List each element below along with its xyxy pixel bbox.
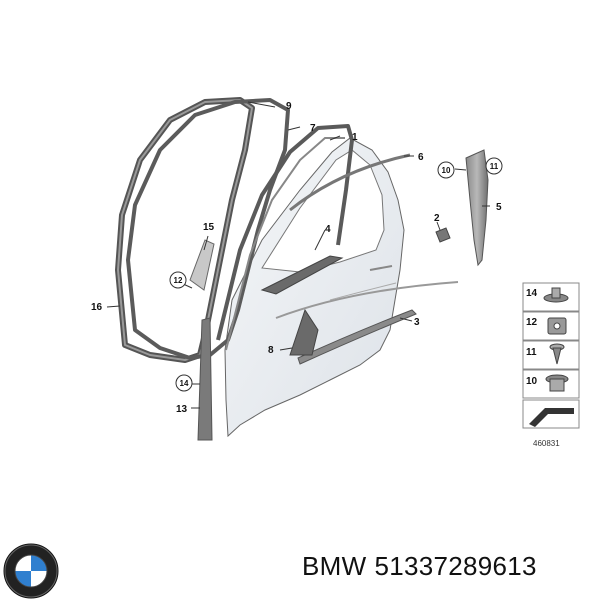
- svg-text:3: 3: [414, 317, 420, 328]
- legend-number: 12: [526, 317, 538, 328]
- fastener-legend: 14 12 11 10 460831: [522, 282, 580, 448]
- svg-text:4: 4: [325, 224, 331, 235]
- callout-6: 6: [418, 152, 424, 163]
- callout-10: 10: [437, 161, 455, 179]
- callout-3: 3: [414, 317, 420, 328]
- callout-13: 13: [176, 404, 188, 415]
- small-clip: [435, 227, 451, 243]
- svg-text:1: 1: [352, 132, 358, 143]
- svg-text:13: 13: [176, 404, 188, 415]
- leader-lines: [106, 101, 490, 409]
- callout-15: 15: [203, 222, 215, 233]
- svg-text:11: 11: [490, 162, 499, 171]
- callout-4: 4: [325, 224, 331, 235]
- part-number: 51337289613: [374, 551, 537, 581]
- frame-strip: [289, 153, 411, 212]
- screw-icon: [549, 343, 565, 365]
- svg-text:9: 9: [286, 101, 292, 112]
- svg-text:14: 14: [180, 379, 189, 388]
- callout-1: 1: [352, 132, 358, 143]
- svg-text:16: 16: [91, 302, 103, 313]
- svg-text:10: 10: [442, 166, 451, 175]
- diagram-number: 460831: [533, 439, 560, 448]
- nut-clip-icon: [547, 317, 567, 335]
- b-pillar-trim: [465, 149, 489, 267]
- seal-tool-icon: [529, 408, 574, 427]
- svg-text:7: 7: [310, 123, 316, 134]
- legend-number: 14: [526, 288, 538, 299]
- svg-text:6: 6: [418, 152, 424, 163]
- corner-piece: [189, 239, 215, 291]
- svg-text:15: 15: [203, 222, 215, 233]
- callout-5: 5: [496, 202, 502, 213]
- callout-11: 11: [485, 157, 503, 175]
- lower-seal-strip: [197, 317, 213, 441]
- svg-text:5: 5: [496, 202, 502, 213]
- svg-text:2: 2: [434, 213, 440, 224]
- belt-moulding: [297, 309, 417, 365]
- svg-text:8: 8: [268, 345, 274, 356]
- door-panel: [224, 137, 405, 438]
- brand-name: BMW: [302, 551, 367, 581]
- window-seal: [260, 255, 344, 295]
- callout-7: 7: [310, 123, 316, 134]
- callout-8: 8: [268, 345, 274, 356]
- callout-9: 9: [286, 101, 292, 112]
- callout-12: 12: [169, 271, 187, 289]
- grommet-icon: [545, 374, 569, 392]
- mirror-triangle: [289, 308, 319, 356]
- legend-number: 10: [526, 376, 538, 387]
- callout-16: 16: [91, 302, 103, 313]
- callout-14: 14: [175, 374, 193, 392]
- legend-number: 11: [526, 347, 537, 358]
- callout-2: 2: [434, 213, 440, 224]
- bmw-roundel-icon: [3, 543, 59, 599]
- clip-icon: [543, 287, 569, 303]
- svg-text:12: 12: [174, 276, 183, 285]
